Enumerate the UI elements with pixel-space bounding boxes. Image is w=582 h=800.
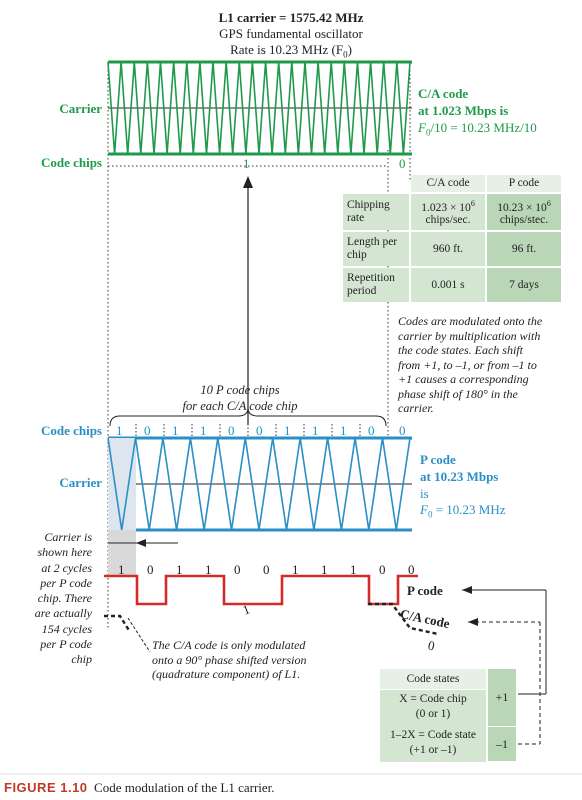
l1-carrier-title: L1 carrier = 1575.42 MHz xyxy=(218,10,364,25)
wave-chip-label: 1 xyxy=(321,562,328,577)
bottom-code-chips-label: Code chips xyxy=(40,423,102,438)
row-label-length: Length per chip xyxy=(343,232,409,266)
figure-caption: FIGURE 1.10 Code modulation of the L1 ca… xyxy=(4,780,275,795)
wave-chip-label: 0 xyxy=(263,562,270,577)
top-code-chips-label: Code chips xyxy=(40,155,102,170)
code-states-title: Code states xyxy=(380,669,486,689)
code-states-row1: X = Code chip(0 or 1) xyxy=(380,690,486,726)
ca-length: 960 ft. xyxy=(411,232,485,266)
bottom-carrier-wave xyxy=(107,437,411,531)
p-code-title: P code xyxy=(420,452,456,467)
table-head-p: P code xyxy=(487,175,561,192)
brace-note-2: for each C/A code chip xyxy=(182,399,298,413)
p-length: 96 ft. xyxy=(487,232,561,266)
code-state-minus: –1 xyxy=(488,727,516,761)
row-label-repetition: Repetition period xyxy=(343,268,409,302)
wave-chip-label: 1 xyxy=(118,562,125,577)
p-chip-label: 1 xyxy=(172,423,179,438)
p-code-waveform xyxy=(104,574,418,606)
code-state-plus: +1 xyxy=(488,669,516,726)
ca-code-formula: F0/10 = 10.23 MHz/10 xyxy=(418,120,537,138)
wave-chip-label: 0 xyxy=(408,562,415,577)
p-chip-label: 1 xyxy=(116,423,123,438)
quadrature-pointer xyxy=(127,617,151,653)
code-comparison-table: C/A code P code Chipping rate 1.023 × 10… xyxy=(341,173,563,304)
p-chip-label: 1 xyxy=(284,423,291,438)
wave-chip-label: 1 xyxy=(205,562,212,577)
wave-chip-label: 1 xyxy=(292,562,299,577)
wave-chip-label: 0 xyxy=(234,562,241,577)
ca-code-title: C/A code xyxy=(418,86,469,101)
p-chip-label: 1 xyxy=(312,423,319,438)
wave-chip-label: 1 xyxy=(350,562,357,577)
p-repetition: 7 days xyxy=(487,268,561,302)
chip-brace xyxy=(109,407,387,427)
p-chip-label: 0 xyxy=(368,423,375,438)
wave-chip-label: 0 xyxy=(147,562,154,577)
oscillator-line: GPS fundamental oscillator xyxy=(219,26,363,41)
arrow-head-up xyxy=(243,176,253,188)
p-chip-label: 0 xyxy=(256,423,263,438)
ca-code-end-dashes xyxy=(368,602,439,636)
p-chip-label: 1 xyxy=(200,423,207,438)
top-chip-0: 0 xyxy=(399,156,406,171)
bottom-carrier-label: Carrier xyxy=(59,475,102,490)
row-label-chipping-rate: Chipping rate xyxy=(343,194,409,230)
code-states-row2: 1–2X = Code state(+1 or –1) xyxy=(380,726,486,762)
ca-repetition: 0.001 s xyxy=(411,268,485,302)
p-chip-label: 0 xyxy=(228,423,235,438)
top-carrier-wave xyxy=(107,61,411,155)
brace-note-1: 10 P code chips xyxy=(200,383,280,397)
next-chip-0: 0 xyxy=(399,423,406,438)
p-code-formula: F0 = 10.23 MHz xyxy=(420,502,506,520)
p-code-is: is xyxy=(420,486,429,501)
p-code-wave-label: P code xyxy=(407,583,443,598)
top-chip-1: 1 xyxy=(243,156,250,171)
arrow-head-ca xyxy=(468,618,478,626)
ca-code-start-dashes xyxy=(104,614,132,633)
first-chip-shade xyxy=(108,530,136,576)
wave-chip-label: 1 xyxy=(176,562,183,577)
arrow-head-pcode xyxy=(462,586,472,594)
p-code-rate: at 10.23 Mbps xyxy=(420,469,499,484)
arrow-head-left xyxy=(136,539,146,547)
bottom-first-chip-shade xyxy=(108,438,136,530)
rate-line: Rate is 10.23 MHz (F0) xyxy=(230,42,352,60)
p-chip-label: 0 xyxy=(144,423,151,438)
top-carrier-label: Carrier xyxy=(59,101,102,116)
ca-code-rate: at 1.023 Mbps is xyxy=(418,103,509,118)
wave-chip-label: 0 xyxy=(379,562,386,577)
table-head-ca: C/A code xyxy=(411,175,485,192)
p-chip-label: 1 xyxy=(340,423,347,438)
